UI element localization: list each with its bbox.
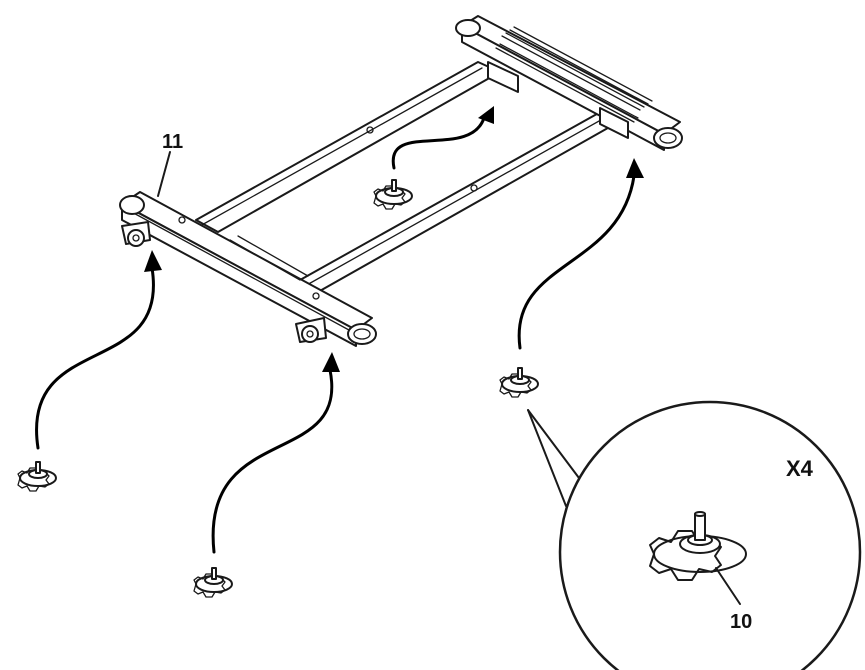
foot-center [373,179,413,210]
arrow-icon [211,352,340,554]
rear-grip [495,26,653,123]
front-left-bracket [121,221,151,247]
arrow-icon [517,158,644,350]
arrow-icon [35,250,162,450]
foot-part-number: 10 [730,611,752,633]
arrow-icon [391,106,494,170]
frame-part-number: 11 [162,131,183,153]
quantity-label: X4 [786,456,814,481]
foot-right [499,367,539,398]
detail-callout [527,400,862,670]
front-right-bracket [295,317,327,343]
frame [119,15,683,347]
foot-left [17,461,57,492]
foot-bottom [193,567,233,598]
